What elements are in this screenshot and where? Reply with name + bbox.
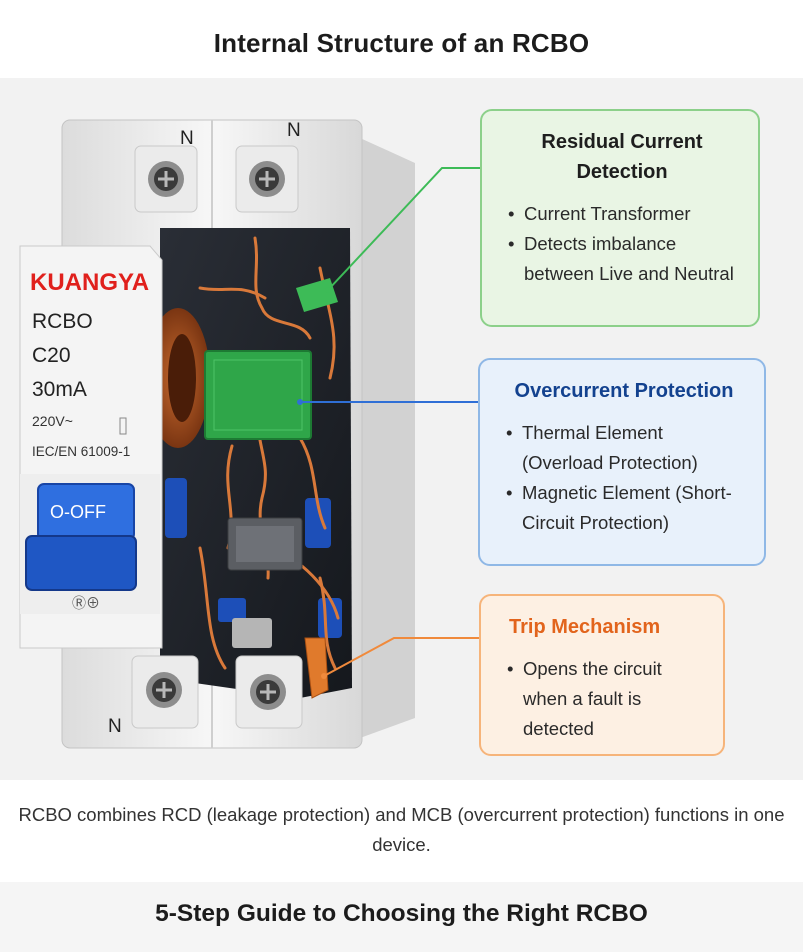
- callout-trip-mechanism: Trip Mechanism Opens the circuit when a …: [479, 594, 725, 756]
- voltage-label: 220V~: [32, 413, 73, 429]
- page-title: Internal Structure of an RCBO: [213, 28, 590, 58]
- callout-trip-item: Opens the circuit when a fault is detect…: [503, 654, 705, 744]
- switch-label: O-OFF: [50, 502, 106, 522]
- top-terminal-right: [235, 145, 299, 213]
- callout-residual-current: Residual Current Detection Current Trans…: [480, 109, 760, 327]
- callout-residual-title: Residual Current Detection: [541, 131, 703, 183]
- callout-overcurrent-item: Thermal Element (Overload Protection): [502, 418, 746, 478]
- standard-label: IEC/EN 61009-1: [32, 444, 130, 459]
- rating-label: C20: [32, 344, 71, 367]
- callout-overcurrent: Overcurrent Protection Thermal Element (…: [478, 358, 766, 566]
- detector-module: [204, 350, 312, 440]
- brand-label: KUANGYA: [30, 269, 149, 296]
- device-type-label: RCBO: [32, 310, 93, 333]
- bottom-terminal-right: [235, 655, 303, 729]
- bottom-terminal-left: [131, 655, 199, 729]
- sensitivity-label: 30mA: [32, 378, 87, 401]
- terminal-label-top-right: N: [287, 120, 301, 141]
- section-subtitle: 5-Step Guide to Choosing the Right RCBO: [155, 900, 648, 927]
- top-terminal-left: [134, 145, 198, 213]
- callout-trip-title: Trip Mechanism: [509, 616, 661, 638]
- leader-line-residual: [325, 167, 484, 293]
- callout-overcurrent-item: Magnetic Element (Short-Circuit Protecti…: [502, 478, 746, 538]
- toggle-switch[interactable]: O-OFF: [20, 474, 160, 614]
- rcbo-device-illustration: N N KUANGYA RCBO C20 30mA 220V~ IEC/EN 6…: [19, 119, 484, 749]
- terminal-label-bottom: N: [108, 716, 122, 737]
- section-band: [0, 882, 803, 952]
- callout-overcurrent-title: Overcurrent Protection: [514, 380, 734, 402]
- switch-mark: Ⓡ⊕: [72, 595, 100, 611]
- callout-residual-item: Detects imbalance between Live and Neutr…: [504, 229, 740, 289]
- leader-line-trip: [321, 637, 479, 679]
- leader-line-overcurrent: [297, 399, 478, 405]
- cutaway-interior: [160, 228, 352, 698]
- terminal-label-top-left: N: [180, 128, 194, 149]
- housing-side-panel: [360, 138, 415, 738]
- caption: RCBO combines RCD (leakage protection) a…: [18, 804, 785, 855]
- callout-residual-item: Current Transformer: [504, 199, 740, 229]
